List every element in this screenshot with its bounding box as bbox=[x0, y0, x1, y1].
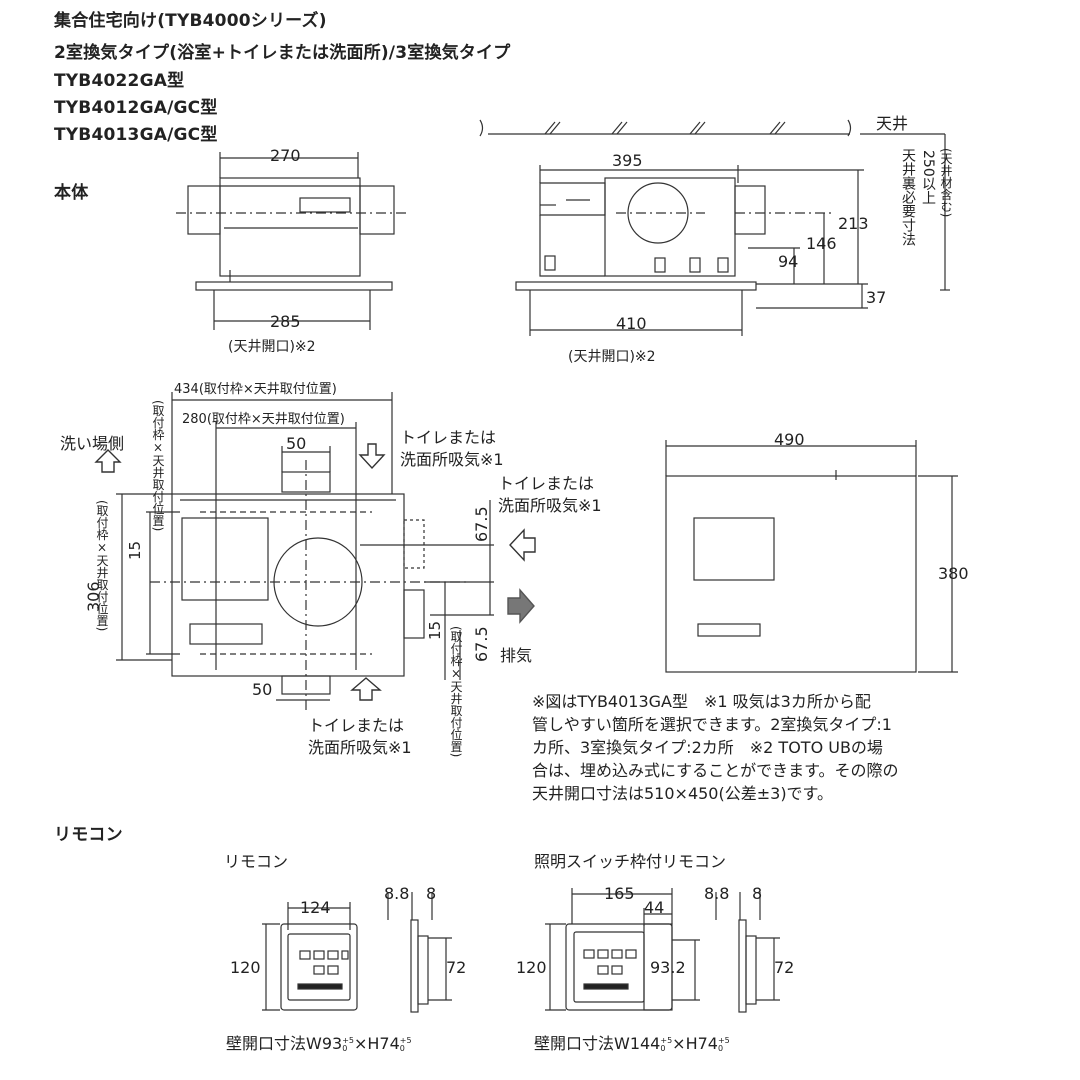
note-line-5: 天井開口寸法は510×450(公差±3)です。 bbox=[532, 784, 833, 803]
remote2-opening: 壁開口寸法W144+5 0×H74+5 0 bbox=[534, 1030, 730, 1054]
intake-bottom-line1: トイレまたは bbox=[308, 716, 405, 735]
plan-dim-434: 434(取付枠×天井取付位置) bbox=[174, 382, 337, 397]
remote1-drawing bbox=[262, 892, 452, 1013]
intake-bottom-line2: 洗面所吸気※1 bbox=[308, 738, 412, 757]
intake-top-line1: トイレまたは bbox=[400, 428, 497, 447]
panel-view-unit bbox=[665, 440, 958, 673]
required-dim-line1: 天井裏必要寸法 bbox=[900, 148, 916, 246]
header-line-2: 2室換気タイプ(浴室+トイレまたは洗面所)/3室換気タイプ bbox=[54, 43, 511, 63]
header-line-4: TYB4012GA/GC型 bbox=[54, 98, 218, 118]
remote1-opening-h: ×H74 bbox=[353, 1034, 400, 1053]
remote1-width: 124 bbox=[300, 898, 331, 917]
side-h146: 146 bbox=[806, 234, 837, 253]
side-h37: 37 bbox=[866, 288, 887, 307]
intake-right-line1: トイレまたは bbox=[498, 474, 595, 493]
panel-height: 380 bbox=[938, 564, 969, 583]
header-line-5: TYB4013GA/GC型 bbox=[54, 125, 218, 145]
ceiling-label: 天井 bbox=[876, 114, 909, 133]
note-line-1: ※図はTYB4013GA型 ※1 吸気は3カ所から配 bbox=[532, 692, 871, 711]
side-opening-note: (天井開口)※2 bbox=[568, 349, 656, 365]
front-view-unit bbox=[176, 152, 410, 330]
plan-dim-50-bottom: 50 bbox=[252, 680, 273, 699]
remote1-side-h: 72 bbox=[446, 958, 467, 977]
panel-width: 490 bbox=[774, 430, 805, 449]
side-width-bottom: 410 bbox=[616, 314, 647, 333]
required-dim-line2: 250以上 bbox=[920, 150, 936, 205]
wash-side-label: 洗い場側 bbox=[60, 434, 125, 453]
remote2-opening-h: ×H74 bbox=[672, 1034, 718, 1053]
front-width-top: 270 bbox=[270, 146, 301, 165]
arrows bbox=[94, 443, 536, 701]
side-view-unit bbox=[479, 119, 950, 336]
section-remote-label: リモコン bbox=[54, 825, 123, 845]
remote2-title: 照明スイッチ枠付リモコン bbox=[534, 852, 727, 871]
note-line-3: カ所、3室換気タイプ:2カ所 ※2 TOTO UBの場 bbox=[532, 738, 883, 757]
remote2-height: 120 bbox=[516, 958, 547, 977]
remote1-opening-tol-w: +5 0 bbox=[342, 1035, 354, 1053]
intake-top-line2: 洗面所吸気※1 bbox=[400, 450, 504, 469]
remote2-opening-tol-w: +5 0 bbox=[660, 1035, 673, 1053]
plan-dim-280: 280(取付枠×天井取付位置) bbox=[182, 412, 345, 427]
front-opening-note: (天井開口)※2 bbox=[228, 339, 316, 355]
remote2-inner-h: 93.2 bbox=[650, 958, 686, 977]
remote1-height: 120 bbox=[230, 958, 261, 977]
side-h213: 213 bbox=[838, 214, 869, 233]
plan-dim-right-note: (取付枠×天井取付位置) bbox=[449, 626, 463, 758]
exhaust-label: 排気 bbox=[500, 646, 533, 665]
plan-dim-306-note: (取付枠×天井取付位置) bbox=[95, 500, 109, 632]
plan-dim-15-right: 15 bbox=[426, 620, 444, 640]
remote1-depth1: 8.8 bbox=[384, 884, 410, 903]
plan-dim-inner-note: (取付枠×天井取付位置) bbox=[151, 400, 165, 532]
remote1-depth2: 8 bbox=[426, 884, 437, 903]
header-line-1: 集合住宅向け(TYB4000シリーズ) bbox=[54, 11, 327, 31]
plan-dim-50-top: 50 bbox=[286, 434, 307, 453]
intake-right-line2: 洗面所吸気※1 bbox=[498, 496, 602, 515]
note-line-4: 合は、埋め込み式にすることができます。その際の bbox=[532, 761, 899, 780]
header-line-3: TYB4022GA型 bbox=[54, 71, 185, 91]
remote2-opening-tol-h: +5 0 bbox=[717, 1035, 730, 1053]
plan-dim-67-5-top: 67.5 bbox=[472, 506, 491, 542]
remote2-sub-width: 44 bbox=[644, 898, 665, 917]
required-dim-line3: (天井材含む) bbox=[939, 148, 953, 218]
remote1-title: リモコン bbox=[224, 852, 289, 871]
remote1-opening-tol-h: +5 0 bbox=[399, 1035, 412, 1053]
remote1-opening: 壁開口寸法W93+5 0×H74+5 0 bbox=[226, 1030, 412, 1054]
remote2-depth1: 8.8 bbox=[704, 884, 730, 903]
plan-dim-67-5-bottom: 67.5 bbox=[472, 626, 491, 662]
remote1-opening-w: 壁開口寸法W93 bbox=[226, 1034, 343, 1053]
side-h94: 94 bbox=[778, 252, 799, 271]
plan-dim-15-left: 15 bbox=[126, 540, 144, 560]
note-line-2: 管しやすい箇所を選択できます。2室換気タイプ:1 bbox=[532, 715, 892, 734]
remote2-depth2: 8 bbox=[752, 884, 763, 903]
remote2-width: 165 bbox=[604, 884, 635, 903]
plan-view-unit bbox=[116, 392, 494, 710]
front-width-bottom: 285 bbox=[270, 312, 301, 331]
remote2-opening-w: 壁開口寸法W144 bbox=[534, 1034, 661, 1053]
side-width-top: 395 bbox=[612, 151, 643, 170]
remote2-drawing bbox=[545, 888, 780, 1013]
notes-block: ※図はTYB4013GA型 ※1 吸気は3カ所から配 管しやすい箇所を選択できま… bbox=[532, 690, 1012, 805]
section-body-label: 本体 bbox=[54, 183, 89, 203]
remote2-side-h: 72 bbox=[774, 958, 795, 977]
